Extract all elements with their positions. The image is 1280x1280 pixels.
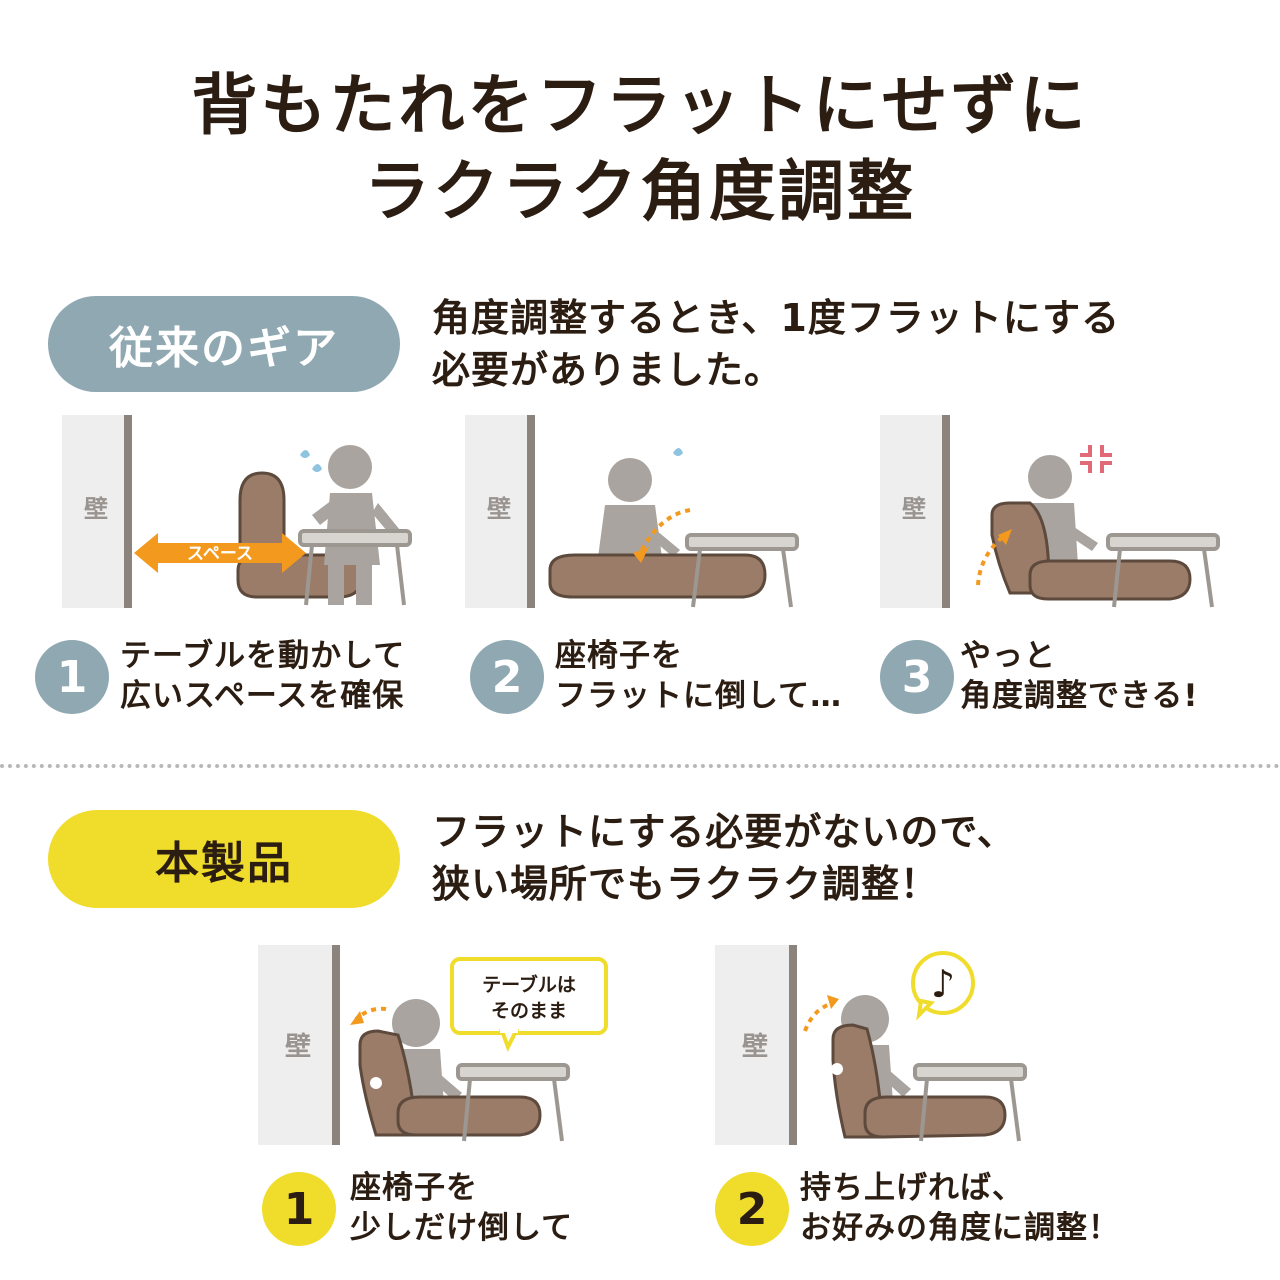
new-step-1-line-1: 座椅子を xyxy=(350,1170,478,1206)
bubble-line-1: テーブルは xyxy=(482,973,576,996)
title-line-1: 背もたれをフラットにせずに xyxy=(191,67,1089,144)
old-lead-line-1: 角度調整するとき、1度フラットにする xyxy=(432,296,1121,340)
table-icon xyxy=(1106,533,1220,608)
old-step-2-number: 2 xyxy=(470,640,544,714)
wall-icon xyxy=(715,945,795,1145)
this-product-badge: 本製品 xyxy=(48,810,400,908)
wall-icon xyxy=(258,945,338,1145)
old-step-1-line-1: テーブルを動かして xyxy=(120,638,406,674)
new-step-2-number: 2 xyxy=(715,1172,789,1246)
old-step-1-line-2: 広いスペースを確保 xyxy=(120,678,405,714)
section-divider xyxy=(0,764,1280,768)
old-step-1-number: 1 xyxy=(35,640,109,714)
speech-bubble: テーブルは そのまま xyxy=(450,957,608,1052)
wall-label: 壁 xyxy=(742,1031,768,1062)
table-icon xyxy=(685,533,799,608)
chair-icon xyxy=(831,1023,1007,1139)
bubble-line-2: そのまま xyxy=(491,1000,567,1022)
old-step-2-line-2: フラットに倒して… xyxy=(555,678,843,714)
old-scene-1: 壁 スペース xyxy=(62,415,412,608)
old-gear-badge: 従来のギア xyxy=(48,296,400,392)
old-step-3-line-2: 角度調整できる! xyxy=(960,678,1199,714)
old-lead-line-2: 必要がありました。 xyxy=(432,348,784,392)
old-scene-2: 壁 xyxy=(465,415,799,608)
wall-icon xyxy=(62,415,130,608)
table-icon xyxy=(298,529,412,606)
new-step-2-line-2: お好みの角度に調整！ xyxy=(800,1210,1120,1246)
chair-icon xyxy=(990,501,1192,601)
new-scene-2: 壁 ♪ xyxy=(715,945,1027,1145)
wall-label: 壁 xyxy=(902,495,926,523)
sweat-drops-icon xyxy=(300,450,322,472)
wall-icon xyxy=(880,415,948,608)
new-step-1-number: 1 xyxy=(262,1172,336,1246)
double-arrow-icon xyxy=(134,533,306,573)
new-lead-line-2: 狭い場所でもラクラク調整！ xyxy=(432,862,940,906)
new-step-2-line-1: 持ち上げれば、 xyxy=(800,1170,1024,1206)
old-step-3-line-1: やっと xyxy=(960,638,1056,674)
svg-text:♪: ♪ xyxy=(931,962,955,1006)
chair-icon xyxy=(358,1029,542,1137)
person-icon xyxy=(597,458,680,565)
old-step-3-number: 3 xyxy=(880,640,954,714)
chair-icon xyxy=(548,553,767,599)
new-lead-line-1: フラットにする必要がないので、 xyxy=(432,810,1016,854)
curved-arrow-icon xyxy=(638,508,691,554)
old-step-2-line-1: 座椅子を xyxy=(555,638,683,674)
wall-icon xyxy=(465,415,533,608)
curved-arrow-icon xyxy=(354,1006,387,1021)
sweat-drops-icon xyxy=(673,448,683,456)
new-scene-1: 壁 テーブルは そのまま xyxy=(258,945,608,1145)
table-icon xyxy=(913,1063,1027,1142)
new-step-1-line-2: 少しだけ倒して xyxy=(350,1210,574,1246)
wall-label: 壁 xyxy=(84,495,108,523)
anger-mark-icon xyxy=(1080,445,1112,473)
table-icon xyxy=(456,1063,570,1142)
space-label: スペース xyxy=(187,544,253,564)
music-note-icon: ♪ xyxy=(911,951,975,1021)
old-scene-3: 壁 xyxy=(880,415,1220,608)
wall-label: 壁 xyxy=(285,1031,311,1062)
curved-arrow-icon xyxy=(803,1001,834,1032)
title-line-2: ラクラク角度調整 xyxy=(364,153,916,230)
wall-label: 壁 xyxy=(487,495,511,523)
